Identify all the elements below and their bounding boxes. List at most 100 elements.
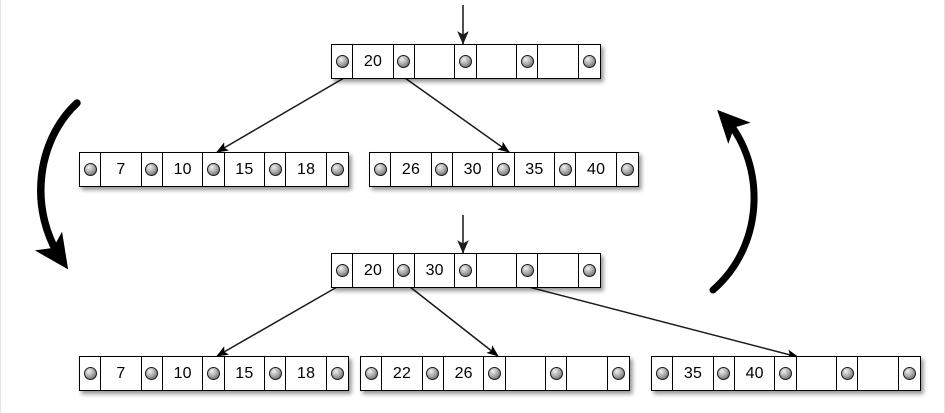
pointer-cell[interactable]	[361, 357, 383, 390]
pointer-dot-icon	[364, 367, 378, 380]
root-node-after[interactable]: 20 30	[331, 253, 601, 288]
key-cell[interactable]	[796, 357, 838, 390]
pointer-dot-icon	[397, 55, 411, 68]
key-cell[interactable]: 40	[576, 153, 617, 186]
pointer-cell[interactable]	[455, 45, 477, 78]
pointer-dot-icon	[83, 163, 97, 176]
pointer-dot-icon	[779, 367, 793, 380]
curved-arrow-right	[709, 109, 758, 294]
key-cell[interactable]	[538, 45, 579, 78]
key-cell[interactable]: 26	[391, 153, 432, 186]
pointer-dot-icon	[520, 55, 534, 68]
key-cell[interactable]: 30	[452, 153, 494, 186]
root-node-before[interactable]: 20	[331, 44, 601, 79]
pointer-dot-icon	[435, 163, 449, 176]
key-cell[interactable]: 15	[224, 357, 266, 390]
pointer-cell[interactable]	[484, 357, 506, 390]
pointer-cell[interactable]	[837, 357, 859, 390]
pointer-cell[interactable]	[265, 357, 287, 390]
pointer-dot-icon	[426, 367, 440, 380]
pointer-cell[interactable]	[203, 153, 225, 186]
edge-root-before-to-leaf-left	[216, 77, 345, 153]
leaf-node-before-right[interactable]: 26 30 35 40	[369, 152, 639, 187]
pointer-cell[interactable]	[422, 357, 444, 390]
key-cell[interactable]: 40	[734, 357, 776, 390]
pointer-cell[interactable]	[775, 357, 797, 390]
key-cell[interactable]	[505, 357, 547, 390]
pointer-cell[interactable]	[578, 45, 600, 78]
key-cell[interactable]: 30	[414, 254, 456, 287]
key-cell[interactable]: 10	[162, 153, 204, 186]
key-cell[interactable]: 7	[101, 153, 142, 186]
pointer-cell[interactable]	[326, 153, 348, 186]
pointer-cell[interactable]	[517, 45, 539, 78]
pointer-cell[interactable]	[455, 254, 477, 287]
pointer-cell[interactable]	[332, 254, 354, 287]
leaf-node-before-left[interactable]: 7 10 15 18	[79, 152, 349, 187]
pointer-cell[interactable]	[517, 254, 539, 287]
pointer-cell[interactable]	[616, 153, 638, 186]
pointer-cell[interactable]	[607, 357, 629, 390]
pointer-cell[interactable]	[393, 45, 415, 78]
pointer-cell[interactable]	[555, 153, 577, 186]
pointer-cell[interactable]	[898, 357, 920, 390]
pointer-cell[interactable]	[652, 357, 674, 390]
pointer-dot-icon	[488, 367, 502, 380]
key-cell[interactable]: 7	[101, 357, 142, 390]
edge-root-after-to-leaf-middle	[404, 282, 499, 357]
pointer-dot-icon	[373, 163, 387, 176]
pointer-cell[interactable]	[265, 153, 287, 186]
pointer-dot-icon	[397, 264, 411, 277]
edge-root-after-to-leaf-left	[216, 282, 345, 357]
pointer-dot-icon	[655, 367, 669, 380]
pointer-dot-icon	[268, 163, 282, 176]
key-cell[interactable]	[476, 254, 518, 287]
pointer-cell[interactable]	[326, 357, 348, 390]
pointer-dot-icon	[335, 264, 349, 277]
pointer-cell[interactable]	[203, 357, 225, 390]
pointer-cell[interactable]	[370, 153, 392, 186]
edge-root-before-to-leaf-right	[404, 77, 510, 153]
key-cell[interactable]	[567, 357, 608, 390]
pointer-dot-icon	[717, 367, 731, 380]
pointer-cell[interactable]	[546, 357, 568, 390]
pointer-cell[interactable]	[141, 357, 163, 390]
leaf-node-after-right[interactable]: 35 40	[651, 356, 921, 391]
pointer-dot-icon	[268, 367, 282, 380]
key-cell[interactable]: 18	[286, 357, 327, 390]
pointer-cell[interactable]	[493, 153, 515, 186]
key-cell[interactable]	[538, 254, 579, 287]
key-cell[interactable]	[476, 45, 518, 78]
key-cell[interactable]: 20	[353, 45, 394, 78]
pointer-dot-icon	[558, 163, 572, 176]
pointer-dot-icon	[335, 55, 349, 68]
pointer-cell[interactable]	[80, 357, 102, 390]
pointer-dot-icon	[330, 367, 344, 380]
key-cell[interactable]: 22	[382, 357, 423, 390]
key-cell[interactable]: 18	[286, 153, 327, 186]
pointer-cell[interactable]	[393, 254, 415, 287]
pointer-dot-icon	[83, 367, 97, 380]
key-cell[interactable]: 35	[673, 357, 714, 390]
leaf-node-after-left[interactable]: 7 10 15 18	[79, 356, 349, 391]
pointer-dot-icon	[330, 163, 344, 176]
key-cell[interactable]	[414, 45, 456, 78]
key-cell[interactable]: 20	[353, 254, 394, 287]
pointer-cell[interactable]	[332, 45, 354, 78]
pointer-dot-icon	[459, 264, 473, 277]
leaf-node-after-middle[interactable]: 22 26	[360, 356, 630, 391]
pointer-dot-icon	[497, 163, 511, 176]
pointer-cell[interactable]	[713, 357, 735, 390]
key-cell[interactable]: 15	[224, 153, 266, 186]
pointer-cell[interactable]	[431, 153, 453, 186]
key-cell[interactable]: 10	[162, 357, 204, 390]
pointer-dot-icon	[207, 163, 221, 176]
pointer-dot-icon	[145, 163, 159, 176]
pointer-cell[interactable]	[80, 153, 102, 186]
key-cell[interactable]	[858, 357, 899, 390]
key-cell[interactable]: 35	[514, 153, 556, 186]
pointer-cell[interactable]	[578, 254, 600, 287]
key-cell[interactable]: 26	[443, 357, 485, 390]
pointer-cell[interactable]	[141, 153, 163, 186]
